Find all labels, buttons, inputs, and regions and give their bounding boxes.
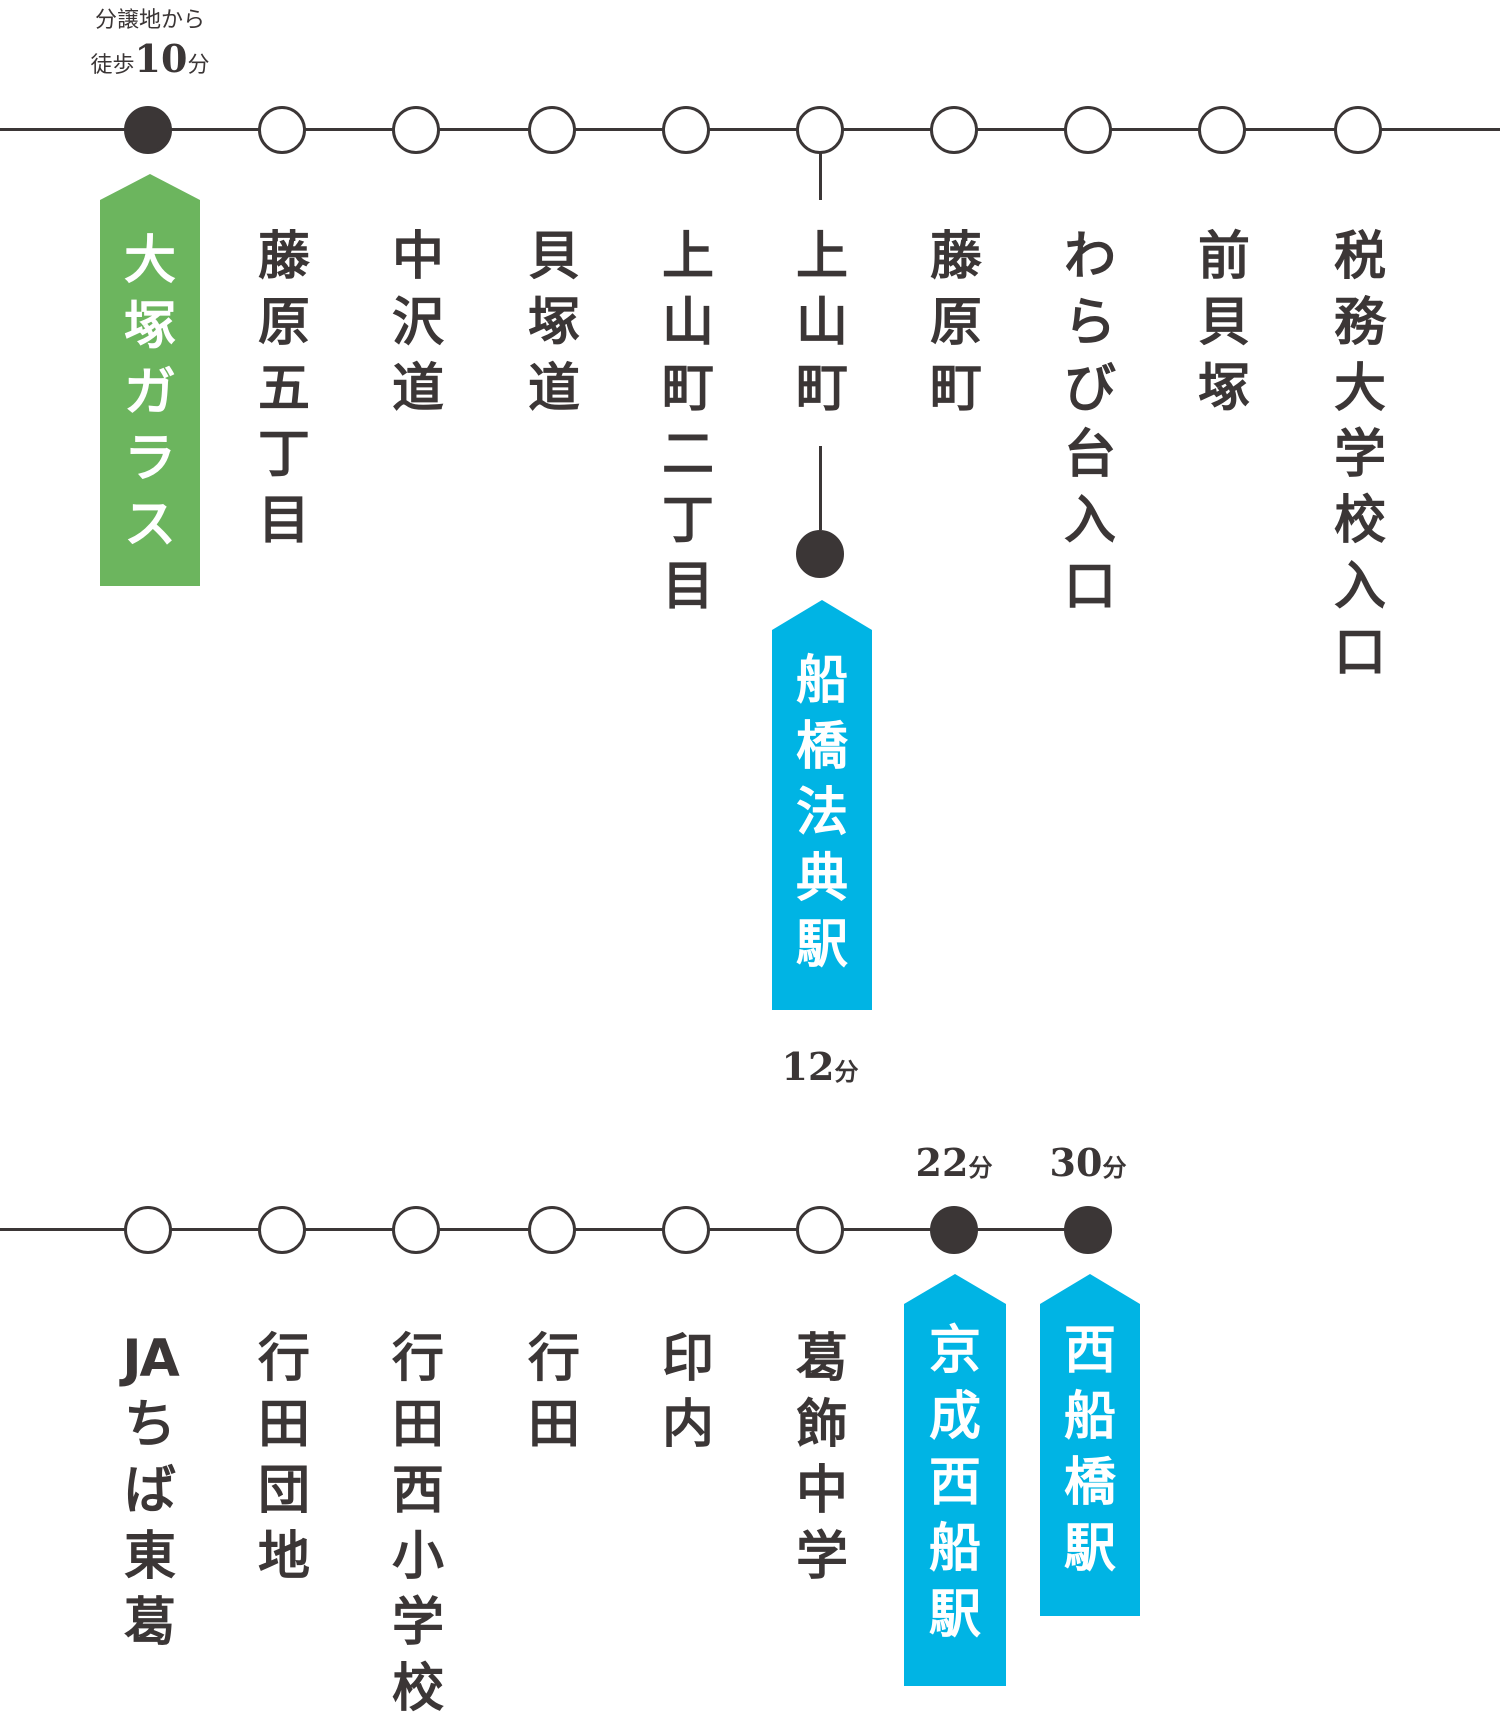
- route2-stop-5-label: 葛飾中学: [795, 1329, 848, 1587]
- route1-stop-3-label: 貝塚道: [527, 227, 580, 419]
- branch-station-node: [796, 530, 844, 578]
- route2-stop-4-label: 印内: [661, 1329, 714, 1455]
- route1-stop-9-label: 税務大学校入口: [1333, 227, 1386, 683]
- route2-node-0: [124, 1206, 172, 1254]
- route1-node-4: [662, 106, 710, 154]
- station-0-arrow: [904, 1274, 1006, 1686]
- route1-line: [0, 128, 1500, 131]
- station-1-label: 西船橋駅: [1063, 1321, 1116, 1579]
- route1-stop-2-label: 中沢道: [391, 227, 444, 419]
- route1-stop-8-label: 前貝塚: [1197, 227, 1250, 419]
- walk-note-unit: 分: [187, 53, 210, 78]
- branch-station-arrow: [772, 600, 872, 1010]
- route2-node-5: [796, 1206, 844, 1254]
- station-1-time-number: 30: [1049, 1140, 1103, 1185]
- route1-node-7: [1064, 106, 1112, 154]
- route1-node-5: [796, 106, 844, 154]
- route1-node-3: [528, 106, 576, 154]
- route1-stop-5-label: 上山町: [795, 227, 848, 419]
- route1-node-1: [258, 106, 306, 154]
- route1-node-8: [1198, 106, 1246, 154]
- route2-node-2: [392, 1206, 440, 1254]
- route2-station-node-1: [1064, 1206, 1112, 1254]
- walk-time-note: 分譲地から 徒歩10分: [60, 2, 240, 85]
- branch-connector-top: [819, 152, 822, 200]
- route1-stop-4-label: 上山町二丁目: [661, 227, 714, 617]
- station-1-time: 30分: [1028, 1140, 1148, 1185]
- route1-node-9: [1334, 106, 1382, 154]
- route2-node-1: [258, 1206, 306, 1254]
- branch-time-number: 12: [781, 1044, 835, 1089]
- route2-node-3: [528, 1206, 576, 1254]
- route2-station-node-0: [930, 1206, 978, 1254]
- walk-note-minutes: 10: [134, 36, 188, 81]
- route1-stop-6-label: 藤原町: [929, 227, 982, 419]
- route2-stop-2-label: 行田西小学校: [391, 1329, 444, 1719]
- route1-node-6: [930, 106, 978, 154]
- station-1-time-unit: 分: [1102, 1154, 1127, 1182]
- branch-station-time: 12分: [760, 1044, 880, 1089]
- route1-node-0: [124, 106, 172, 154]
- route2-node-4: [662, 1206, 710, 1254]
- route2-stop-1-label: 行田団地: [257, 1329, 310, 1587]
- branch-connector-bottom: [819, 446, 822, 530]
- station-0-label: 京成西船駅: [928, 1321, 981, 1645]
- route1-stop-1-label: 藤原五丁目: [257, 227, 310, 551]
- route1-stop-7-label: わらび台入口: [1063, 227, 1116, 617]
- station-0-time-number: 22: [915, 1140, 969, 1185]
- route1-node-2: [392, 106, 440, 154]
- walk-note-line2: 徒歩10分: [60, 40, 240, 85]
- branch-time-unit: 分: [834, 1058, 859, 1086]
- station-0-time: 22分: [894, 1140, 1014, 1185]
- branch-station-label: 船橋法典駅: [795, 651, 848, 975]
- route2-stop-3-label: 行田: [527, 1329, 580, 1455]
- route1-stop-0-label: 大塚ガラス: [123, 231, 176, 555]
- station-1-arrow: [1040, 1274, 1140, 1616]
- station-0-time-unit: 分: [968, 1154, 993, 1182]
- walk-note-line1: 分譲地から: [94, 8, 205, 33]
- green-stop-arrow: [100, 174, 200, 586]
- walk-note-prefix: 徒歩: [90, 53, 135, 78]
